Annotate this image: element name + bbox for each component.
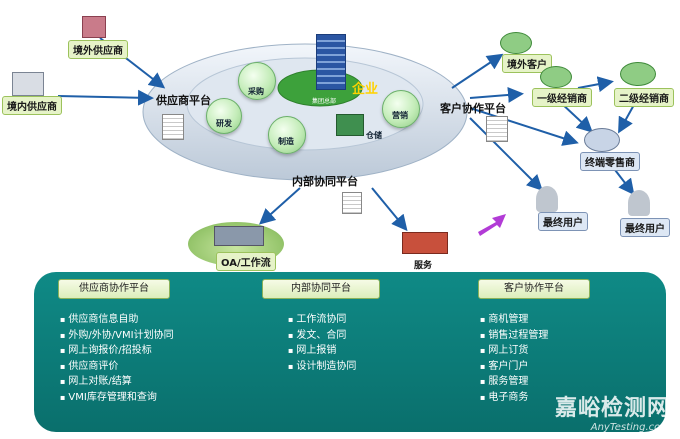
list-item: 网上对账/结算 <box>60 374 174 390</box>
watermark-en: AnyTesting.com <box>590 422 670 433</box>
level1-dealer-building-icon <box>540 66 572 88</box>
list-item: 外购/外协/VMI计划协同 <box>60 328 173 344</box>
customer-column-list: 商机管理 销售过程管理 网上订货 客户门户 服务管理 电子商务 <box>480 312 548 405</box>
list-item: 工作流协同 <box>288 312 356 328</box>
module-marketing-label: 营销 <box>392 111 408 120</box>
list-item: 客户门户 <box>480 359 548 375</box>
internal-column-title: 内部协同平台 <box>262 279 380 299</box>
module-rnd-label: 研发 <box>216 119 232 128</box>
list-item: VMI库存管理和查询 <box>60 390 174 406</box>
factory-icon <box>214 226 264 246</box>
service-node: 服务 <box>414 261 433 271</box>
customer-platform-label: 客户协作平台 <box>440 102 506 115</box>
level2-dealer-node: 二级经销商 <box>614 88 674 107</box>
terminal-retailer-building-icon <box>584 128 620 152</box>
module-manufacturing-label: 制造 <box>278 137 294 146</box>
module-warehouse-label: 仓储 <box>366 131 382 140</box>
highlight-arrow <box>478 214 506 236</box>
document-icon <box>486 116 508 142</box>
oa-workflow-node: OA/工作流 <box>216 252 276 271</box>
module-manufacturing <box>268 116 306 154</box>
list-item: 服务管理 <box>480 374 548 390</box>
list-item: 销售过程管理 <box>480 328 548 344</box>
customer-column-title: 客户协作平台 <box>478 279 590 299</box>
list-item: 供应商信息自助 <box>60 312 174 328</box>
module-marketing <box>382 90 420 128</box>
warehouse-icon <box>336 114 364 136</box>
list-item: 供应商评价 <box>60 359 174 375</box>
enterprise-building-icon <box>316 34 346 90</box>
service-machine-icon <box>402 232 448 254</box>
supplier-column-title: 供应商协作平台 <box>58 279 170 299</box>
watermark: 嘉峪检测网 AnyTesting.com <box>555 390 670 433</box>
supplier-platform-label: 供应商平台 <box>156 94 211 107</box>
module-rnd <box>206 98 242 134</box>
list-item: 网上订货 <box>480 343 548 359</box>
list-item: 发文、合同 <box>288 328 356 344</box>
level2-dealer-building-icon <box>620 62 656 86</box>
list-item: 设计制造协同 <box>288 359 356 375</box>
module-procurement <box>238 62 276 100</box>
enterprise-subtitle: 集团总部 <box>312 98 337 105</box>
end-user-person-icon <box>628 190 650 216</box>
domestic-supplier-building-icon <box>12 72 44 96</box>
internal-column-list: 工作流协同 发文、合同 网上报销 设计制造协同 <box>288 312 356 374</box>
end-user-person-icon <box>536 186 558 212</box>
list-item: 商机管理 <box>480 312 548 328</box>
watermark-cn: 嘉峪检测网 <box>554 396 670 421</box>
overseas-supplier-building-icon <box>82 16 106 38</box>
end-user-node-a: 最终用户 <box>538 212 588 231</box>
internal-platform-label: 内部协同平台 <box>292 175 358 188</box>
overseas-customer-building-icon <box>500 32 532 54</box>
terminal-retailer-node: 终端零售商 <box>580 152 640 171</box>
end-user-node-b: 最终用户 <box>620 218 670 237</box>
list-item: 网上询报价/招投标 <box>60 343 174 359</box>
supplier-column-list: 供应商信息自助 外购/外协/VMI计划协同 网上询报价/招投标 供应商评价 网上… <box>60 312 174 406</box>
document-icon <box>162 114 184 140</box>
overseas-supplier-node: 境外供应商 <box>68 40 128 59</box>
level1-dealer-node: 一级经销商 <box>532 88 592 107</box>
module-procurement-label: 采购 <box>248 87 264 96</box>
overseas-customer-node: 境外客户 <box>502 54 552 73</box>
domestic-supplier-node: 境内供应商 <box>2 96 62 115</box>
enterprise-title: 企业 <box>352 82 379 97</box>
document-icon <box>342 192 362 214</box>
list-item: 电子商务 <box>480 390 548 406</box>
list-item: 网上报销 <box>288 343 356 359</box>
